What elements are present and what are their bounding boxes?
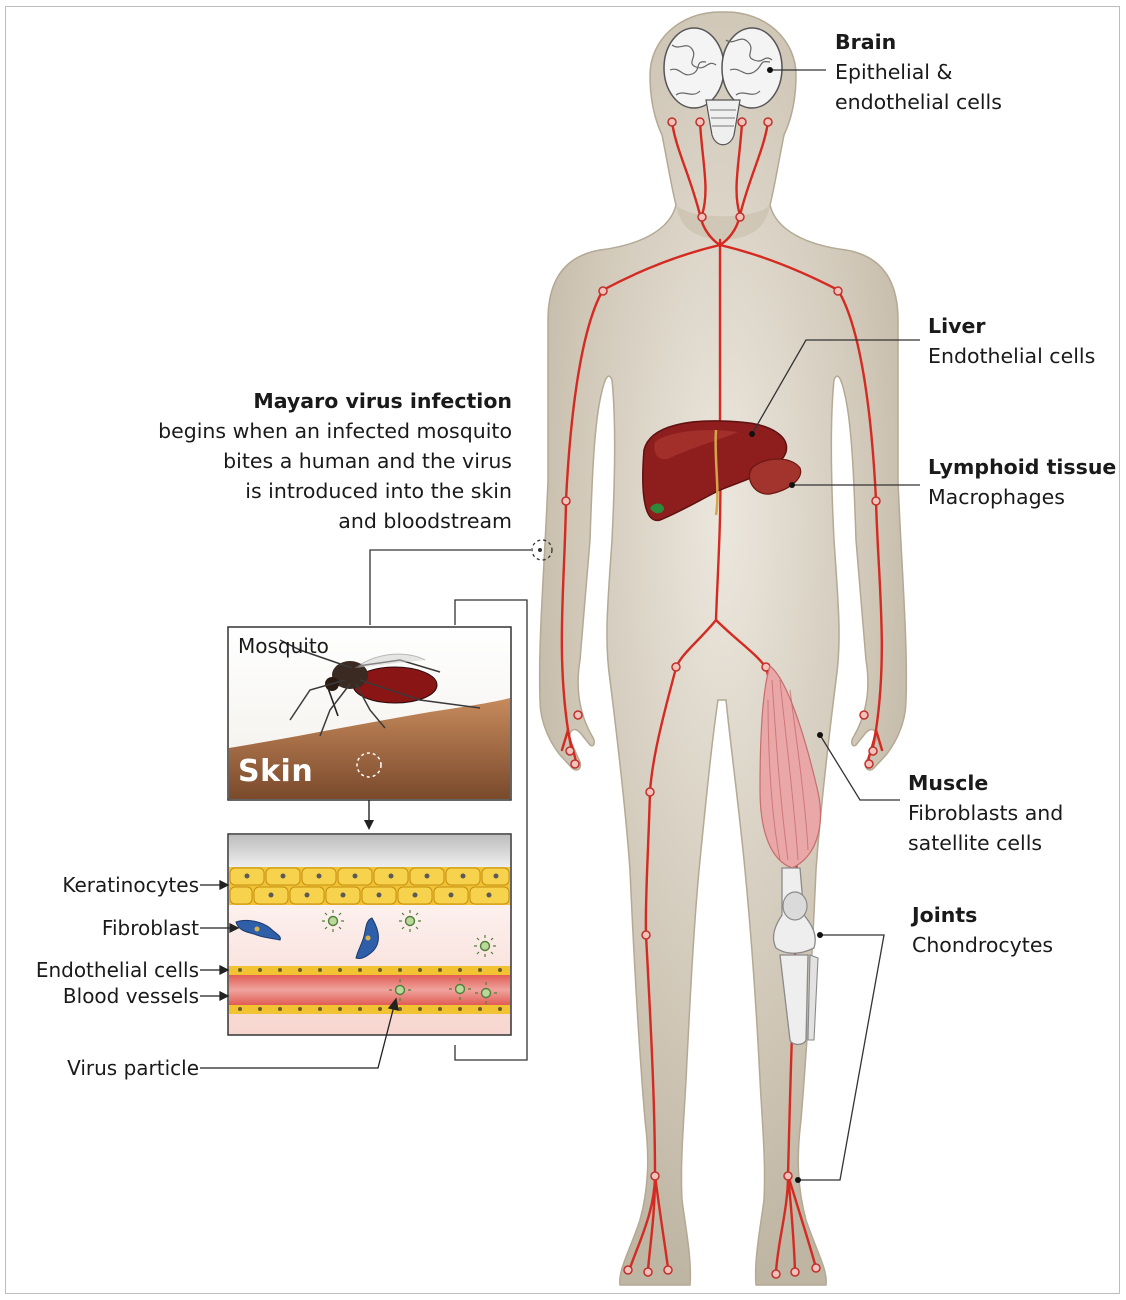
vessel-node	[574, 711, 582, 719]
virus-particle-label: Virus particle	[67, 1056, 199, 1080]
body-silhouette	[540, 12, 907, 1285]
vessel-node	[865, 760, 873, 768]
liver-title: Liver	[928, 311, 1095, 341]
leader-dot	[795, 1177, 801, 1183]
vessel-node	[566, 747, 574, 755]
fibula	[808, 955, 818, 1040]
virus-particle-icon	[456, 985, 465, 994]
endothelial-layer	[229, 966, 510, 975]
virus-particle-icon	[481, 942, 490, 951]
vessel-node	[784, 1172, 792, 1180]
leader-dot	[767, 67, 773, 73]
vessel-node	[668, 118, 676, 126]
brain-title: Brain	[835, 27, 1002, 57]
lymphoid-label: Lymphoid tissue Macrophages	[928, 452, 1116, 512]
mosquito-label: Mosquito	[238, 634, 329, 658]
lymphoid-desc-line: Macrophages	[928, 482, 1116, 512]
muscle-desc-line: Fibroblasts and	[908, 798, 1063, 828]
skin-label: Skin	[238, 754, 313, 789]
infection-title: Mayaro virus infection	[158, 386, 512, 416]
virus-particle-icon	[406, 917, 415, 926]
muscle-label: Muscle Fibroblasts and satellite cells	[908, 768, 1063, 858]
vessel-node	[772, 1270, 780, 1278]
vessel-node	[599, 287, 607, 295]
vessel-node	[791, 1268, 799, 1276]
virus-particle-icon	[482, 989, 491, 998]
virus-particle-icon	[329, 917, 338, 926]
lymphoid-title: Lymphoid tissue	[928, 452, 1116, 482]
muscle-title: Muscle	[908, 768, 1063, 798]
joints-desc-line: Chondrocytes	[912, 930, 1053, 960]
fibroblast-label: Fibroblast	[102, 916, 199, 940]
joints-label: Joints Chondrocytes	[912, 900, 1053, 960]
vessel-node	[642, 931, 650, 939]
brain-hemisphere-right	[722, 28, 782, 108]
vessel-node	[872, 497, 880, 505]
vessel-node	[738, 118, 746, 126]
vessel-node	[869, 747, 877, 755]
vessel-node	[644, 1268, 652, 1276]
virus-particle-icon	[396, 986, 405, 995]
leader-dot	[817, 732, 823, 738]
vessel-node	[624, 1266, 632, 1274]
blood-vessel-layer	[229, 975, 510, 1005]
endothelial-layer-lower	[229, 1005, 510, 1014]
keratinocytes-label: Keratinocytes	[62, 873, 199, 897]
infection-desc-line: bites a human and the virus	[158, 446, 512, 476]
vessel-node	[651, 1172, 659, 1180]
leader-dot	[817, 932, 823, 938]
infection-desc-line: begins when an infected mosquito	[158, 416, 512, 446]
brain-hemisphere-left	[664, 28, 724, 108]
vessel-node	[736, 213, 744, 221]
infection-desc-line: and bloodstream	[158, 506, 512, 536]
leader-dot	[749, 431, 755, 437]
brain-desc-line: endothelial cells	[835, 87, 1002, 117]
vessel-node	[646, 788, 654, 796]
inset-arrow-head	[364, 820, 374, 830]
vessel-node	[834, 287, 842, 295]
joints-title: Joints	[912, 900, 1053, 930]
infection-label: Mayaro virus infection begins when an in…	[158, 386, 512, 536]
bite-site-dot	[538, 548, 542, 552]
vessel-node	[764, 118, 772, 126]
vessel-node	[698, 213, 706, 221]
vessel-node	[812, 1264, 820, 1272]
endothelial-cells-label: Endothelial cells	[36, 958, 199, 982]
human-body	[540, 12, 907, 1285]
liver-label: Liver Endothelial cells	[928, 311, 1095, 371]
vessel-node	[562, 497, 570, 505]
leader-dot	[789, 482, 795, 488]
skin-section-inset	[228, 834, 511, 1035]
liver-desc-line: Endothelial cells	[928, 341, 1095, 371]
blood-vessels-label: Blood vessels	[63, 984, 199, 1008]
infection-leader	[370, 550, 531, 625]
brain-desc-line: Epithelial &	[835, 57, 1002, 87]
vessel-node	[860, 711, 868, 719]
vessel-node	[672, 663, 680, 671]
muscle-desc-line: satellite cells	[908, 828, 1063, 858]
infection-desc-line: is introduced into the skin	[158, 476, 512, 506]
kneecap	[783, 892, 807, 920]
vessel-node	[571, 760, 579, 768]
stratum-corneum	[229, 835, 510, 867]
keratinocyte	[230, 887, 252, 904]
vessel-node	[664, 1266, 672, 1274]
brain-label: Brain Epithelial & endothelial cells	[835, 27, 1002, 117]
vessel-node	[696, 118, 704, 126]
